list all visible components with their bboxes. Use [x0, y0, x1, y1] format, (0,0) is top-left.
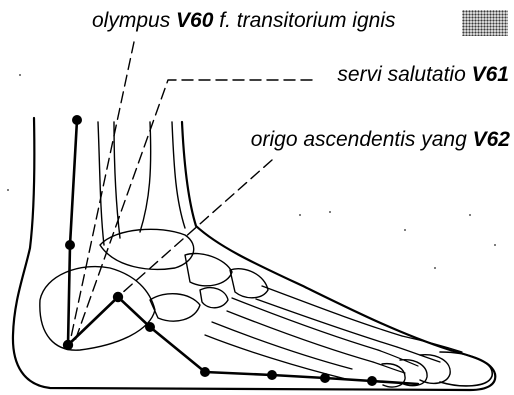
cuneiform-bone	[230, 269, 268, 298]
big-toe-outline	[440, 352, 492, 386]
label-v61-code: V61	[472, 63, 509, 86]
cuneiform-bone-2	[200, 288, 228, 308]
label-v60-code: V60	[176, 9, 213, 32]
phalanx-lines	[373, 336, 462, 373]
meridian-point-cuboid	[145, 322, 155, 332]
label-v62: origo ascendentis yang V62	[251, 127, 510, 153]
meridian-point-upper	[72, 115, 82, 125]
label-v61: servi salutatio V61	[337, 62, 509, 88]
fibula-bone	[98, 122, 120, 245]
meridian-point-toe	[367, 376, 377, 386]
point-v61	[63, 340, 73, 350]
metatarsal-bones	[205, 286, 402, 379]
v61-leader-line	[75, 80, 312, 341]
label-v60: olympus V60 f. transitorium ignis	[92, 8, 396, 34]
v60-leader-line	[70, 42, 134, 342]
talus-bone	[100, 229, 194, 269]
meridian-point-metatarsal-base	[200, 367, 210, 377]
meridian-line	[68, 120, 418, 384]
point-v62	[113, 292, 123, 302]
label-v61-name: servi salutatio	[337, 63, 465, 86]
label-v60-extra: f. transitorium ignis	[219, 9, 395, 32]
label-v62-name: origo ascendentis yang	[251, 128, 467, 151]
cuboid-bone	[150, 294, 200, 321]
meridian-point-metatarsal-shaft	[267, 370, 277, 380]
label-v62-code: V62	[473, 128, 510, 151]
stipple-swatch	[462, 10, 508, 36]
meridian-point-metatarsal-head	[320, 373, 330, 383]
navicular-bone	[185, 254, 232, 286]
anterior-leg-dorsum-outline	[182, 122, 495, 374]
print-specks	[7, 74, 496, 269]
label-v60-name: olympus	[92, 9, 170, 32]
meridian-point-ankle	[65, 240, 75, 250]
